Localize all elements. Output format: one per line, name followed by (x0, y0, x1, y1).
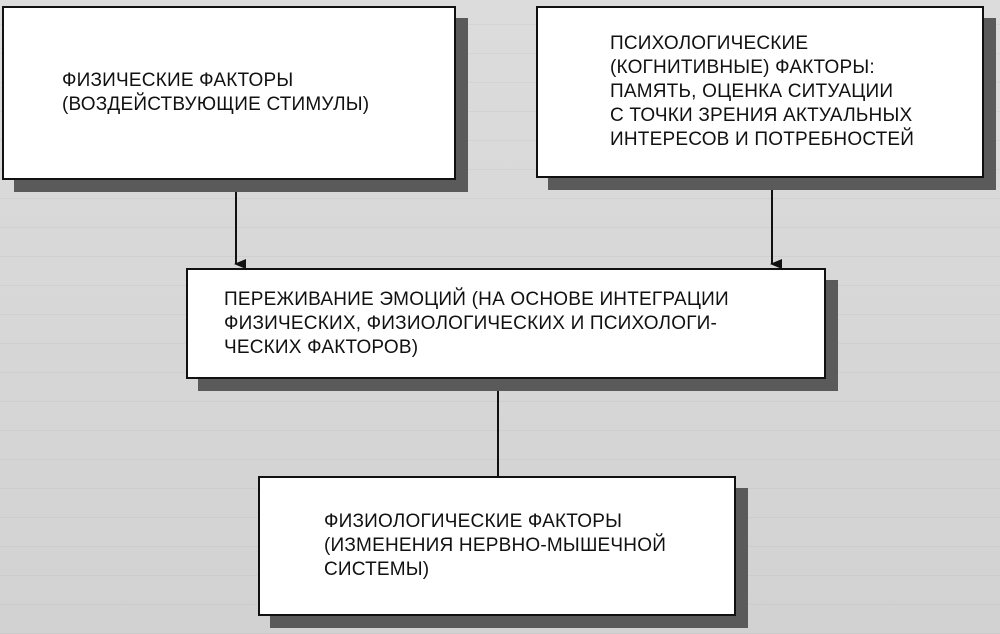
emotion-experience-label: ПЕРЕЖИВАНИЕ ЭМОЦИЙ (НА ОСНОВЕ ИНТЕГРАЦИИ… (224, 288, 729, 358)
physical-factors-label: ФИЗИЧЕСКИЕ ФАКТОРЫ (ВОЗДЕЙСТВУЮЩИЕ СТИМУ… (62, 70, 370, 115)
psychological-factors-box: ПСИХОЛОГИЧЕСКИЕ (КОГНИТИВНЫЕ) ФАКТОРЫ: П… (536, 6, 984, 178)
psychological-factors-label: ПСИХОЛОГИЧЕСКИЕ (КОГНИТИВНЫЕ) ФАКТОРЫ: П… (610, 33, 915, 150)
physiological-factors-label: ФИЗИОЛОГИЧЕСКИЕ ФАКТОРЫ (ИЗМЕНЕНИЯ НЕРВН… (324, 511, 667, 580)
physiological-factors-box: ФИЗИОЛОГИЧЕСКИЕ ФАКТОРЫ (ИЗМЕНЕНИЯ НЕРВН… (258, 476, 736, 616)
emotion-experience-box: ПЕРЕЖИВАНИЕ ЭМОЦИЙ (НА ОСНОВЕ ИНТЕГРАЦИИ… (186, 268, 826, 379)
physical-factors-box: ФИЗИЧЕСКИЕ ФАКТОРЫ (ВОЗДЕЙСТВУЮЩИЕ СТИМУ… (2, 6, 456, 180)
